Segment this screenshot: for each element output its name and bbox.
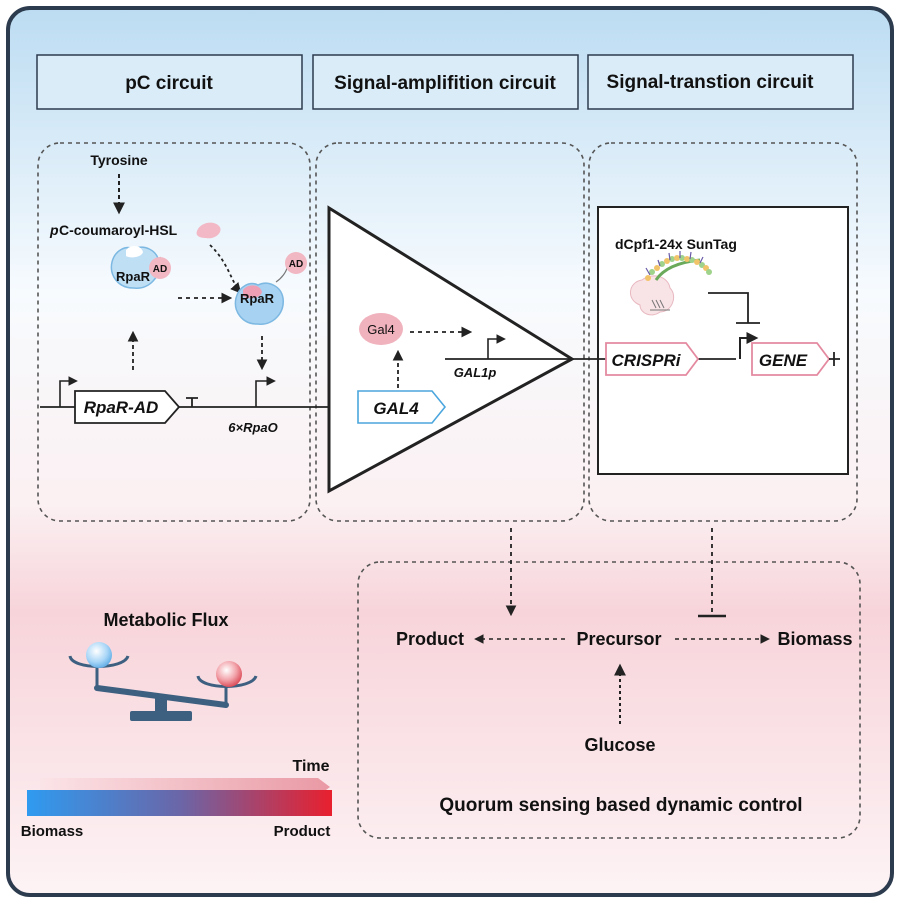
promoter-rpar-icon bbox=[59, 376, 78, 407]
hsl-p-prefix: p bbox=[49, 222, 59, 238]
crispri-gene bbox=[605, 342, 700, 376]
dcpf1-suntag-icon bbox=[630, 251, 712, 316]
ad-label-left: AD bbox=[153, 264, 167, 275]
gene-terminator-icon bbox=[829, 352, 840, 366]
crispri-gene-label: CRISPRi bbox=[612, 351, 682, 370]
hsl-binding-arrow bbox=[209, 244, 242, 294]
target-gene-label: GENE bbox=[759, 351, 808, 370]
gal1p-promoter-icon bbox=[487, 334, 506, 359]
gene-promoter-icon bbox=[739, 332, 759, 359]
rpao-label: 6×RpaO bbox=[228, 420, 278, 435]
flux-gradient-bar bbox=[27, 790, 332, 816]
flux-biomass-label: Biomass bbox=[21, 823, 84, 840]
time-label: Time bbox=[292, 758, 329, 775]
qs-biomass-label: Biomass bbox=[777, 629, 852, 649]
header-signal-transition: Signal-transtion circuit bbox=[587, 54, 854, 110]
rpar-label-left: RpaR bbox=[116, 269, 151, 284]
rpar-ad-gene-label: RpaR-AD bbox=[84, 398, 159, 417]
metabolic-flux-title: Metabolic Flux bbox=[103, 610, 228, 630]
header-signal-amplification: Signal-amplifition circuit bbox=[312, 54, 579, 110]
header-pc-circuit: pC circuit bbox=[36, 54, 303, 110]
trans-panel bbox=[588, 142, 858, 522]
target-gene bbox=[751, 342, 831, 376]
qs-glucose-label: Glucose bbox=[584, 735, 655, 755]
pc-panel bbox=[37, 142, 311, 522]
tyrosine-label: Tyrosine bbox=[90, 152, 148, 168]
ad-label-right: AD bbox=[289, 259, 303, 270]
gal1p-label: GAL1p bbox=[454, 365, 497, 380]
terminator-icon bbox=[186, 397, 198, 407]
gal4-gene bbox=[357, 390, 447, 424]
rpar-label-right: RpaR bbox=[240, 291, 275, 306]
crispri-box bbox=[597, 206, 849, 475]
gal4-gene-label: GAL4 bbox=[373, 399, 419, 418]
crispri-repression-icon bbox=[708, 292, 760, 324]
header-signal-transition-label: Signal-transtion circuit bbox=[607, 72, 815, 93]
hsl-molecule-icon bbox=[196, 222, 221, 239]
gal4-protein-icon bbox=[359, 313, 403, 345]
header-pc-circuit-label: pC circuit bbox=[125, 73, 213, 94]
flux-product-label: Product bbox=[274, 823, 331, 840]
amp-panel bbox=[315, 142, 585, 522]
promoter-rpao-icon bbox=[255, 376, 276, 407]
dcpf1-label: dCpf1-24x SunTag bbox=[615, 236, 737, 252]
rpar-protein-right-icon bbox=[234, 252, 307, 325]
gal4-protein-label: Gal4 bbox=[367, 322, 394, 337]
rpar-protein-left-icon bbox=[110, 246, 171, 289]
hsl-label: C-coumaroyl-HSL bbox=[59, 222, 178, 238]
qs-precursor-label: Precursor bbox=[576, 629, 661, 649]
balance-scale-icon bbox=[68, 642, 258, 721]
qs-panel bbox=[357, 561, 861, 839]
header-signal-amplification-label: Signal-amplifition circuit bbox=[334, 73, 556, 94]
qs-product-label: Product bbox=[396, 629, 464, 649]
rpar-ad-gene bbox=[74, 390, 181, 424]
qs-title: Quorum sensing based dynamic control bbox=[439, 795, 802, 816]
